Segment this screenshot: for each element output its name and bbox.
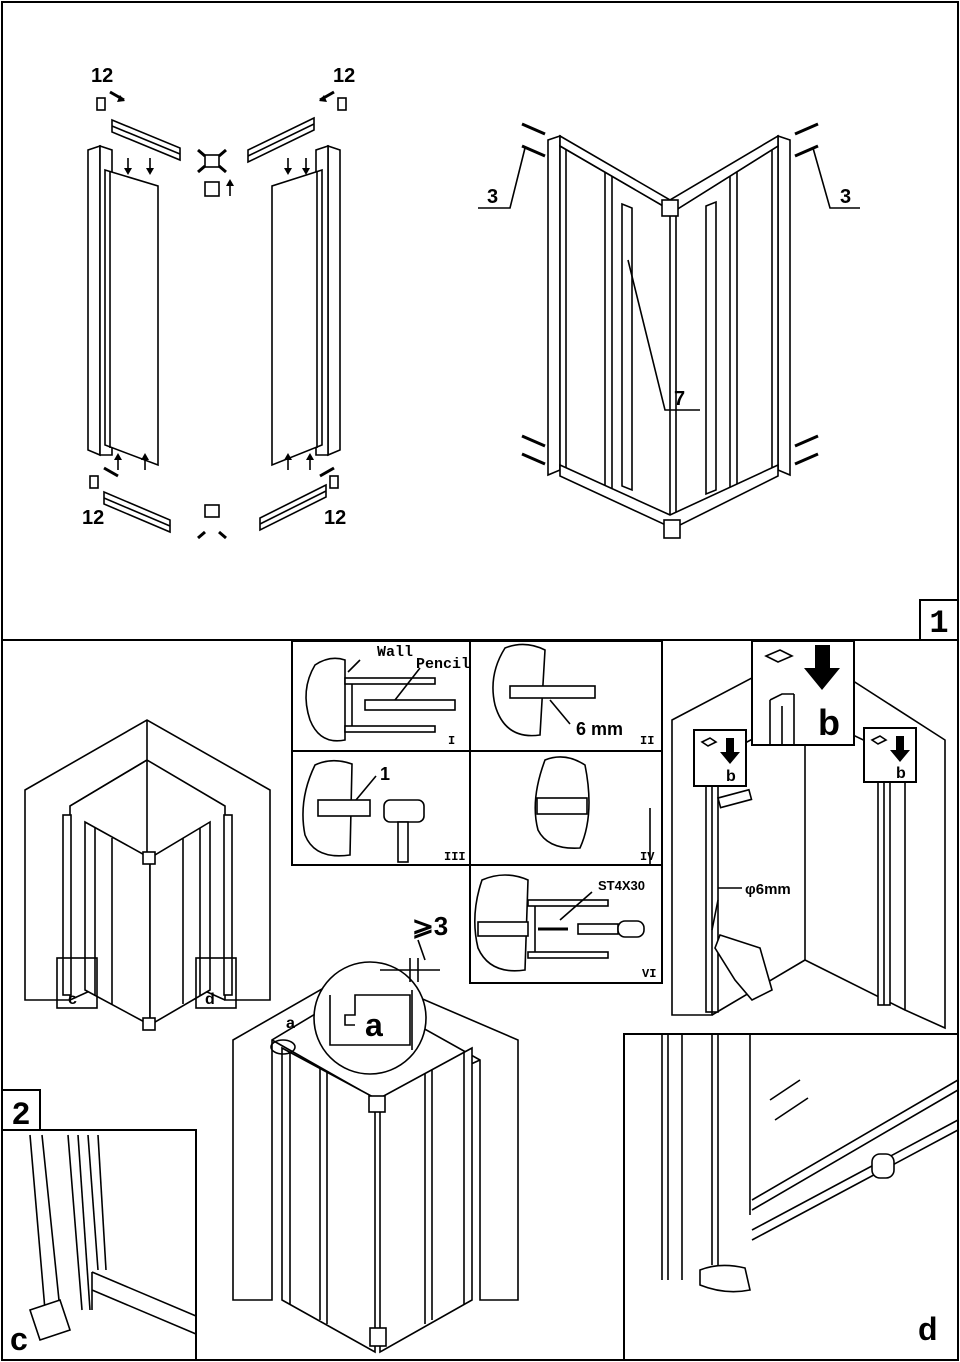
magnet-strip-left xyxy=(621,202,633,492)
label-cap-top-left: 12 xyxy=(91,65,113,87)
detail-b-left-label: b xyxy=(726,768,736,785)
corner-connector-bottom xyxy=(204,504,220,518)
step-1-badge xyxy=(919,599,959,641)
left-side-panel xyxy=(559,144,671,517)
assembled-view: 3 3 7 xyxy=(478,122,860,539)
hammer-head xyxy=(383,799,425,823)
wall-profile-left xyxy=(547,134,561,477)
detail-b-left xyxy=(693,729,747,787)
bottom-guide xyxy=(871,1153,895,1179)
gap-dimension: ⩾3 xyxy=(412,911,448,941)
magnified-detail-a xyxy=(313,961,427,1075)
pencil-mark xyxy=(717,788,753,809)
power-drill xyxy=(714,934,773,1001)
room-overview: c d xyxy=(24,719,271,1031)
inset-I-roman: I xyxy=(448,734,455,748)
left-fixed-glass xyxy=(104,168,159,467)
install-insets: Wall Pencil I 6 mm II 1 III IV ST4X30 VI xyxy=(291,640,663,984)
step-1-number: 1 xyxy=(929,605,948,642)
label-cap-bottom-left: 12 xyxy=(82,507,104,529)
inset-VI-roman: VI xyxy=(642,967,656,981)
detail-a-marker xyxy=(270,1039,296,1055)
label-cap-top-right: 12 xyxy=(333,65,355,87)
detail-b-right-label: b xyxy=(896,765,906,782)
wall-profile-right xyxy=(777,134,791,477)
detail-d-marker xyxy=(195,957,237,1009)
inset-IV-roman: IV xyxy=(640,850,655,864)
left-glass-front xyxy=(281,1046,376,1354)
corner-connector-top xyxy=(204,154,220,168)
inset-III-roman: III xyxy=(444,850,466,864)
step-2-badge xyxy=(1,1089,41,1131)
detail-d-big-label: d xyxy=(918,1311,938,1347)
end-cap-top-left xyxy=(96,97,106,111)
drilling-view: φ6mm b b b xyxy=(671,640,946,1030)
right-wall-profile xyxy=(327,144,341,457)
end-cap-bottom-right xyxy=(329,475,339,489)
top-frame xyxy=(559,134,779,211)
label-screw-left: 3 xyxy=(487,186,498,208)
detail-c-marker xyxy=(56,957,98,1009)
detail-c-view: c xyxy=(1,1129,197,1361)
center-assembly: a a ⩾3 xyxy=(232,911,519,1354)
hand xyxy=(699,1264,751,1293)
inset-II-drill: 6 mm xyxy=(576,719,623,739)
step-2-number: 2 xyxy=(11,1097,30,1134)
label-screw-right: 3 xyxy=(840,186,851,208)
drill-diameter-label: φ6mm xyxy=(745,881,791,898)
inset-II-roman: II xyxy=(640,734,654,748)
assembly-arrows xyxy=(103,90,335,540)
detail-b-label: b xyxy=(818,702,840,743)
detail-b-right xyxy=(863,727,917,783)
detail-c-label: c xyxy=(68,991,77,1008)
section-a-label: a xyxy=(365,1007,383,1043)
bottom-corner-cap xyxy=(663,519,681,539)
screwdriver xyxy=(577,923,619,935)
corner-cap-top xyxy=(204,181,220,197)
inset-I-wall: Wall xyxy=(377,644,413,661)
bottom-frame xyxy=(559,463,779,528)
inset-III-plug: 1 xyxy=(380,764,390,784)
right-side-panel xyxy=(675,144,779,517)
exploded-view: 12 12 12 12 xyxy=(82,65,355,540)
end-cap-top-right xyxy=(337,97,347,111)
label-cap-bottom-right: 12 xyxy=(324,507,346,529)
right-glass-front xyxy=(379,1046,473,1354)
top-corner-cap xyxy=(661,199,679,217)
magnet-strip-right xyxy=(705,200,717,496)
end-cap-bottom-left xyxy=(89,475,99,489)
detail-a-label: a xyxy=(286,1015,295,1032)
detail-c-big-label: c xyxy=(10,1321,28,1357)
detail-d-view: d xyxy=(623,1033,959,1361)
inset-I-pencil: Pencil xyxy=(416,656,470,673)
inset-VI-screw: ST4X30 xyxy=(598,878,645,893)
hammer-handle xyxy=(397,821,409,863)
label-magnet-strip: 7 xyxy=(674,388,685,410)
left-wall-profile xyxy=(87,144,101,457)
right-fixed-glass xyxy=(271,168,323,467)
detail-d-label: d xyxy=(205,991,215,1008)
wall-screws xyxy=(521,122,819,466)
